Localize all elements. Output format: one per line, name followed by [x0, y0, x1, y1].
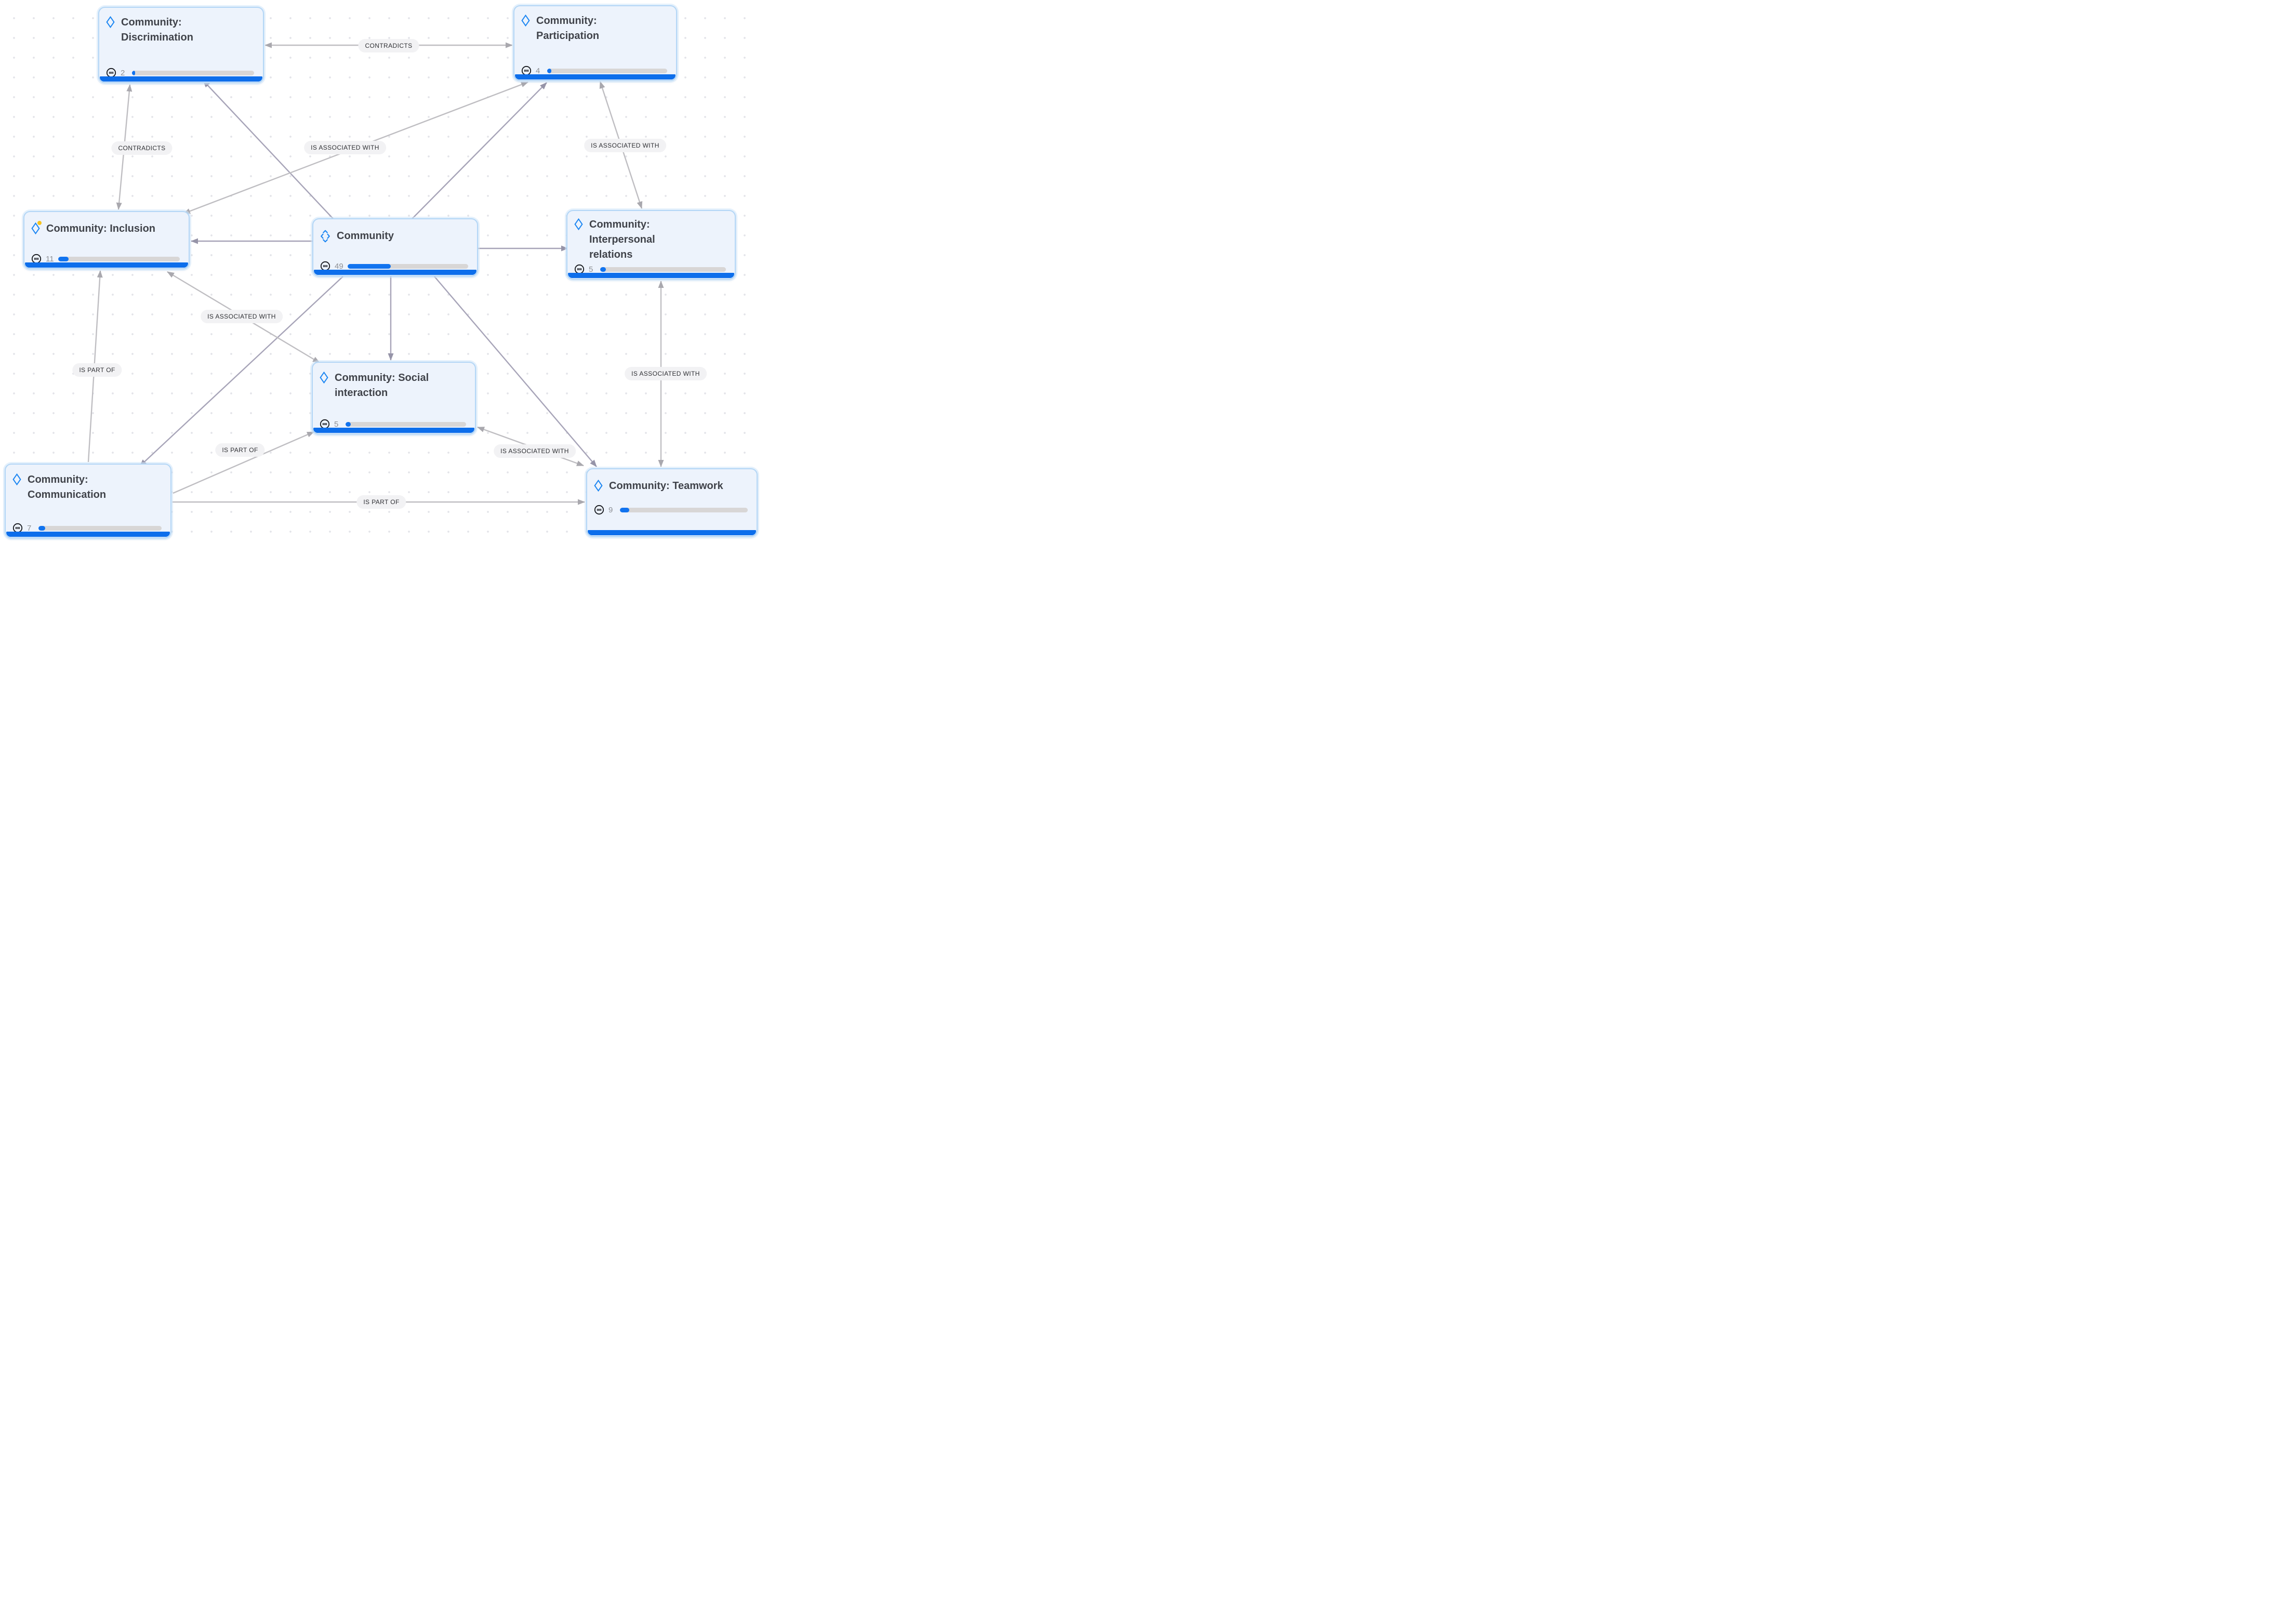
- edge-label-contradicts[interactable]: CONTRADICTS: [111, 141, 173, 155]
- edge-label-is-associated-with[interactable]: IS ASSOCIATED WITH: [304, 141, 386, 154]
- edge-label-is-associated-with[interactable]: IS ASSOCIATED WITH: [494, 444, 576, 458]
- code-node-title: Community: Communication: [28, 474, 107, 500]
- node-accent-bar: [25, 262, 188, 268]
- groundedness-bar: [547, 68, 667, 73]
- code-node-title: Community: Discrimination: [121, 17, 193, 43]
- quotation-count: 5: [334, 419, 339, 429]
- edge-label-is-associated-with[interactable]: IS ASSOCIATED WITH: [584, 139, 666, 152]
- node-accent-bar: [313, 428, 474, 433]
- node-accent-bar: [515, 74, 676, 80]
- code-diamond-icon: [574, 218, 583, 231]
- code-node-participation[interactable]: Community: Participation 4: [513, 5, 677, 81]
- groundedness-bar: [58, 256, 180, 261]
- groundedness-bar: [620, 507, 748, 512]
- groundedness-bar: [38, 525, 162, 531]
- node-accent-bar: [588, 530, 756, 535]
- code-node-interpersonal-relations[interactable]: Community: Interpersonal relations 5: [566, 210, 736, 280]
- edge-label-is-part-of[interactable]: IS PART OF: [72, 363, 122, 377]
- edge-label-is-associated-with[interactable]: IS ASSOCIATED WITH: [201, 310, 283, 323]
- node-accent-bar: [568, 273, 734, 278]
- groundedness-bar: [600, 267, 726, 272]
- code-node-title: Community: Inclusion: [46, 223, 155, 234]
- quotation-count: 5: [589, 265, 593, 274]
- code-node-teamwork[interactable]: Community: Teamwork 9: [586, 468, 758, 537]
- edge-label-contradicts[interactable]: CONTRADICTS: [358, 39, 419, 52]
- code-node-discrimination[interactable]: Community: Discrimination 2: [98, 7, 264, 83]
- edge-communication-social-interaction[interactable]: [173, 431, 314, 494]
- quotation-count: 9: [608, 505, 613, 514]
- quotation-count: 11: [46, 254, 54, 263]
- code-node-title: Community: Interpersonal relations: [589, 219, 655, 260]
- code-diamond-icon: [12, 473, 21, 486]
- edge-label-is-part-of[interactable]: IS PART OF: [356, 495, 406, 509]
- edge-community-participation[interactable]: [412, 82, 547, 219]
- code-diamond-icon: [320, 371, 328, 384]
- network-canvas[interactable]: CONTRADICTS CONTRADICTS IS ASSOCIATED WI…: [0, 0, 759, 542]
- code-node-social-interaction[interactable]: Community: Social interaction 5: [312, 362, 476, 434]
- code-node-title: Community: Participation: [536, 15, 600, 42]
- groundedness-bar: [132, 70, 254, 75]
- groundedness-bar: [346, 421, 466, 427]
- code-node-communication[interactable]: Community: Communication 7: [5, 464, 171, 538]
- code-diamond-icon: [594, 479, 603, 492]
- node-accent-bar: [6, 532, 170, 537]
- code-node-community[interactable]: Community 49: [312, 218, 478, 276]
- node-accent-bar: [314, 270, 476, 275]
- code-node-title: Community: Teamwork: [609, 480, 723, 492]
- groundedness-bar: [347, 263, 468, 269]
- node-accent-bar: [100, 76, 262, 82]
- quotation-count-icon: [594, 505, 604, 515]
- code-diamond-icon: [31, 221, 42, 235]
- quotation-count: 4: [536, 66, 540, 75]
- edge-label-is-part-of[interactable]: IS PART OF: [215, 443, 265, 457]
- yellow-flag-dot: [37, 221, 42, 225]
- code-node-title: Community: [337, 230, 394, 242]
- code-diamond-icon: [521, 14, 530, 27]
- quotation-count: 7: [27, 523, 32, 533]
- category-chevrons-icon: [320, 230, 330, 243]
- quotation-count: 2: [121, 68, 125, 77]
- quotation-count: 49: [335, 261, 343, 271]
- code-diamond-icon: [106, 16, 115, 29]
- code-node-title: Community: Social interaction: [335, 372, 429, 399]
- code-node-inclusion[interactable]: Community: Inclusion 11: [23, 211, 190, 269]
- edge-label-is-associated-with[interactable]: IS ASSOCIATED WITH: [625, 367, 707, 380]
